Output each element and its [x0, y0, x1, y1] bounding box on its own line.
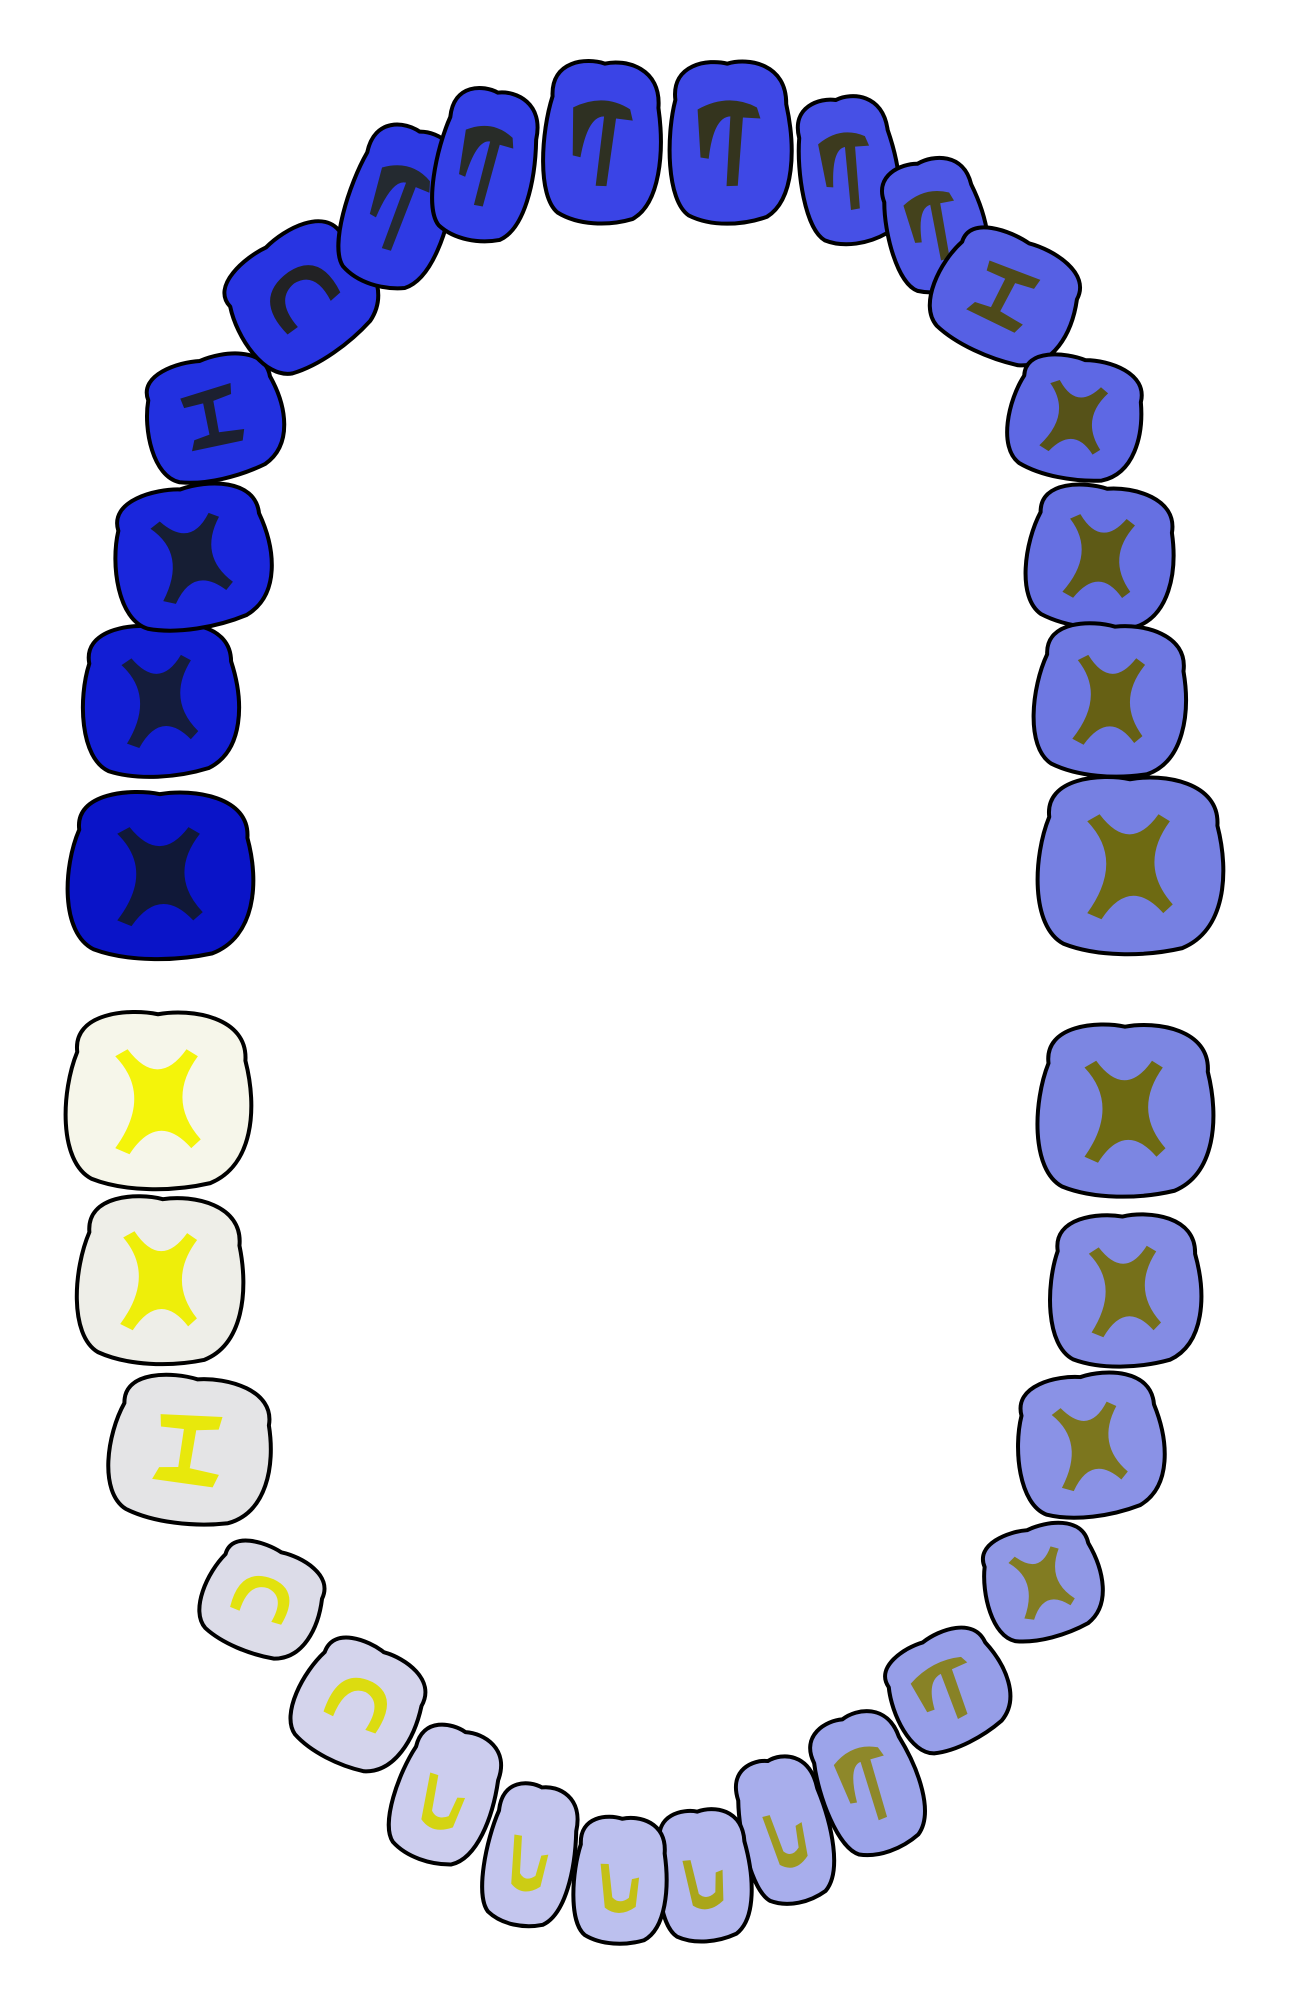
- tooth-28: [288, 1635, 428, 1774]
- tooth-groove: [1051, 1401, 1128, 1492]
- tooth-12: [927, 225, 1082, 368]
- tooth-groove: [1088, 1245, 1162, 1338]
- tooth-18: [1048, 1212, 1204, 1369]
- tooth-groove: [1072, 654, 1146, 745]
- tooth-groove: [323, 1677, 387, 1734]
- tooth-groove: [230, 1575, 290, 1625]
- tooth-16: [1035, 775, 1226, 957]
- tooth-groove: [833, 1746, 888, 1821]
- tooth-32: [63, 1010, 254, 1192]
- tooth-groove: [270, 265, 341, 335]
- tooth-26: [480, 1781, 580, 1929]
- tooth-groove: [682, 1860, 724, 1910]
- tooth-8: [541, 59, 663, 226]
- tooth-groove: [966, 260, 1041, 333]
- tooth-groove: [600, 1863, 640, 1913]
- tooth-crown: [656, 1807, 754, 1944]
- tooth-30: [106, 1372, 273, 1527]
- tooth-7: [430, 86, 540, 244]
- tooth-groove: [1084, 1060, 1166, 1163]
- tooth-2: [80, 621, 241, 779]
- tooth-groove: [369, 165, 430, 251]
- tooth-22: [808, 1709, 927, 1858]
- tooth-crown: [480, 1781, 580, 1929]
- tooth-groove: [1039, 379, 1109, 455]
- tooth-groove: [1087, 814, 1173, 920]
- tooth-24: [656, 1807, 754, 1944]
- tooth-19: [1016, 1370, 1167, 1520]
- tooth-groove: [459, 125, 514, 207]
- tooth-crown: [734, 1754, 837, 1906]
- tooth-groove: [1008, 1546, 1075, 1620]
- tooth-crown: [571, 1814, 669, 1946]
- tooth-4: [144, 351, 287, 485]
- tooth-23: [734, 1754, 837, 1906]
- tooth-groove: [120, 1231, 198, 1331]
- tooth-groove: [903, 191, 955, 261]
- tooth-1: [65, 790, 256, 962]
- tooth-21: [883, 1625, 1013, 1756]
- tooth-3: [113, 481, 274, 633]
- tooth-29: [197, 1538, 327, 1661]
- tooth-31: [74, 1194, 246, 1367]
- tooth-groove: [697, 100, 761, 187]
- tooth-groove: [150, 512, 233, 604]
- tooth-groove: [152, 1414, 223, 1488]
- tooth-groove: [910, 1656, 968, 1719]
- tooth-14: [1023, 482, 1176, 631]
- tooth-10: [795, 94, 902, 247]
- tooth-groove: [180, 382, 245, 452]
- tooth-groove: [1062, 514, 1135, 599]
- tooth-groove: [762, 1815, 808, 1868]
- tooth-17: [1035, 1022, 1216, 1199]
- tooth-groove: [117, 827, 203, 927]
- tooth-crown: [197, 1538, 327, 1661]
- tooth-groove: [511, 1834, 549, 1892]
- tooth-20: [980, 1520, 1105, 1644]
- tooth-groove: [421, 1772, 466, 1830]
- tooth-15: [1031, 621, 1188, 779]
- tooth-groove: [115, 1049, 201, 1155]
- tooth-groove: [572, 100, 633, 187]
- tooth-crown: [386, 1722, 504, 1867]
- tooth-9: [667, 59, 794, 226]
- tooth-27: [386, 1722, 504, 1867]
- tooth-25: [571, 1814, 669, 1946]
- tooth-13: [1005, 352, 1144, 483]
- tooth-6: [336, 122, 460, 291]
- tooth-groove: [818, 132, 870, 210]
- tooth-crown: [288, 1635, 428, 1774]
- tooth-groove: [121, 654, 199, 749]
